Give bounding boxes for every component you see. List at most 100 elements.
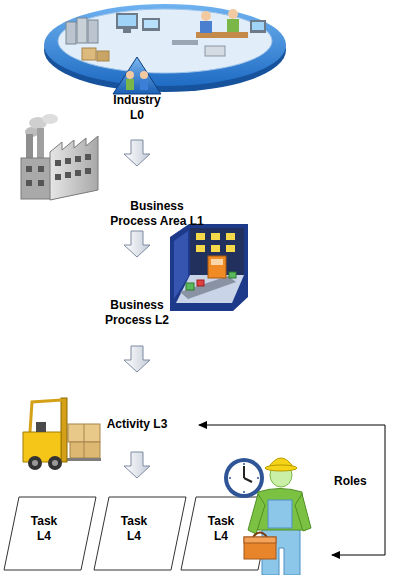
worker-illustration-part: [295, 494, 311, 531]
level-text: Activity L3: [92, 417, 182, 432]
clock-illustration-part: [243, 466, 245, 478]
forklift-illustration-part: [30, 400, 62, 432]
level-label: Business Process Area L1: [107, 199, 207, 229]
level-label: Business Process L2: [97, 298, 177, 328]
factory-illustration-part: [75, 170, 81, 176]
factory-illustration-part: [42, 114, 58, 124]
clock-illustration-part: [228, 462, 260, 494]
level-text: Business Process L2: [97, 298, 177, 328]
process-room-illustration-part: [186, 283, 194, 290]
task-text: Task L4: [23, 514, 65, 544]
factory-illustration-part: [26, 180, 32, 186]
industry-illustration: [44, 4, 286, 94]
industry-illustration-part: [82, 48, 96, 60]
clock-illustration-part: [243, 463, 245, 465]
factory-illustration-part: [21, 158, 52, 199]
factory-illustration-part: [55, 174, 61, 180]
clock-illustration-part: [229, 477, 231, 479]
factory-illustration-part: [75, 156, 81, 162]
block-arrow: [124, 231, 150, 257]
task-text: Task L4: [113, 514, 155, 544]
industry-illustration-part: [140, 79, 148, 90]
industry-illustration-part: [252, 22, 264, 30]
industry-illustration-part: [116, 13, 138, 29]
process-room-illustration-part: [211, 245, 220, 252]
industry-illustration-part: [126, 71, 134, 79]
process-room-illustration-part: [226, 233, 235, 240]
process-room-illustration-part: [176, 275, 244, 303]
forklift-illustration-part: [61, 398, 67, 462]
forklift-illustration-part: [52, 460, 58, 466]
level-label: Activity L3: [92, 417, 182, 432]
process-room-illustration-part: [208, 256, 226, 278]
industry-illustration-part: [66, 22, 76, 44]
block-arrow: [124, 140, 150, 166]
process-room-illustration-part: [226, 245, 235, 252]
worker-illustration-part: [244, 537, 276, 543]
forklift-illustration-part: [36, 422, 46, 432]
factory-illustration-part: [85, 154, 91, 160]
factory-illustration-part: [65, 158, 71, 164]
worker-illustration-part: [244, 537, 276, 559]
forklift-illustration-part: [32, 460, 38, 466]
industry-illustration-part: [126, 79, 134, 90]
forklift-illustration-part: [66, 458, 101, 461]
industry-illustration-part: [205, 46, 225, 56]
worker-illustration-part: [248, 494, 265, 534]
industry-illustration-part: [140, 71, 148, 79]
clock-illustration-part: [257, 477, 259, 479]
industry-illustration-part: [97, 51, 109, 61]
block-arrow: [124, 346, 150, 372]
forklift-illustration-part: [28, 456, 42, 470]
task-parallelogram-outline: [94, 497, 186, 570]
industry-illustration-part: [200, 21, 212, 33]
worker-illustration-part: [253, 533, 267, 538]
process-room-illustration-part: [196, 233, 205, 240]
industry-illustration-part: [228, 9, 238, 19]
forklift-illustration-part: [84, 424, 85, 458]
worker-illustration-part: [265, 465, 297, 471]
industry-illustration-part: [88, 20, 98, 43]
clock-illustration-part: [244, 478, 252, 482]
process-room-illustration-part: [170, 224, 248, 311]
industry-illustration-part: [142, 18, 160, 31]
process-room-illustration-part: [211, 259, 223, 265]
industry-illustration-part: [123, 29, 131, 33]
block-arrow: [124, 452, 150, 478]
industry-illustration-part: [227, 19, 239, 32]
clock-illustration-part: [243, 491, 245, 493]
industry-illustration-part: [118, 15, 136, 26]
task-parallelogram-outline: [4, 497, 96, 570]
factory-illustration-part: [38, 166, 44, 172]
industry-illustration-part: [44, 4, 286, 86]
industry-illustration-part: [144, 20, 158, 28]
factory-illustration-part: [65, 172, 71, 178]
factory-illustration: [21, 114, 98, 200]
forklift-illustration-part: [48, 456, 62, 470]
worker-illustration: [244, 458, 311, 575]
process-room-illustration-part: [197, 280, 204, 286]
factory-illustration-part: [85, 168, 91, 174]
task-box: Task L4: [3, 496, 97, 571]
factory-illustration-part: [50, 136, 98, 200]
industry-illustration-part: [113, 57, 161, 94]
task-box: Task L4: [93, 496, 187, 571]
task-text: Task L4: [200, 514, 242, 544]
level-label: Industry L0: [107, 93, 167, 123]
industry-illustration-part: [58, 9, 272, 73]
forklift-illustration: [23, 398, 101, 470]
industry-illustration-part: [172, 40, 198, 45]
factory-illustration-part: [55, 160, 61, 166]
process-room-illustration-part: [211, 233, 220, 240]
forklift-illustration-part: [70, 442, 100, 458]
level-text: Business Process Area L1: [107, 199, 207, 229]
process-room-illustration: [170, 224, 248, 311]
process-room-illustration-part: [180, 276, 236, 299]
process-room-illustration-part: [229, 272, 236, 278]
role-label: Roles: [334, 474, 367, 489]
